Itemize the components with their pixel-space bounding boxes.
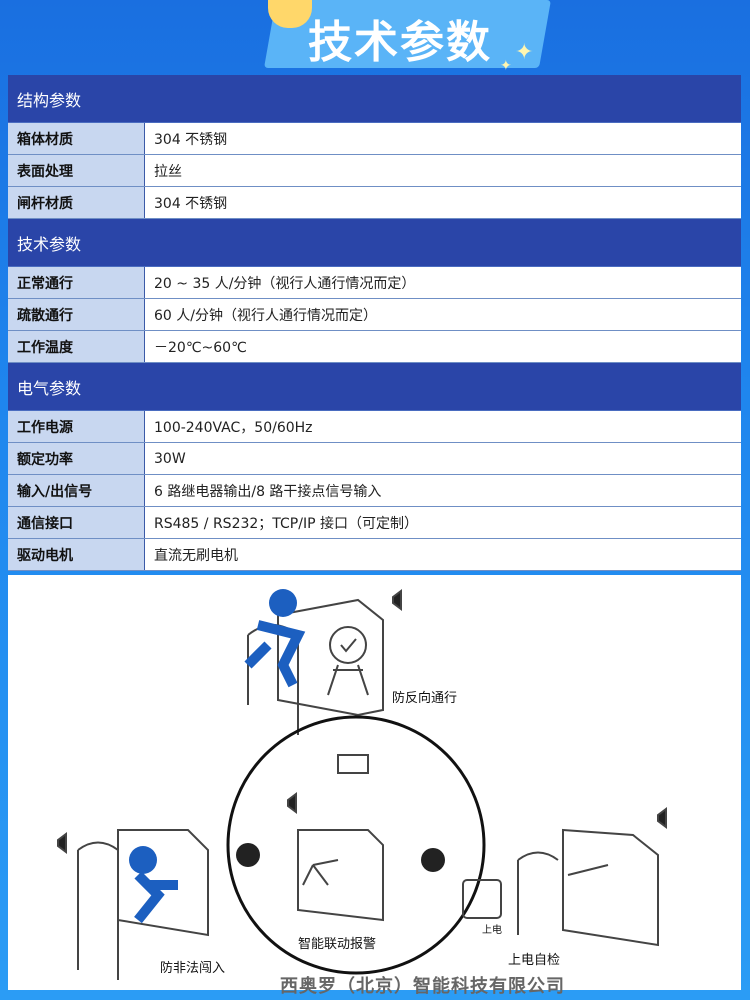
table-row: 疏散通行 60 人/分钟（视行人通行情况而定） — [8, 299, 741, 331]
param-value: 304 不锈钢 — [154, 131, 228, 148]
speaker-icon — [287, 792, 297, 814]
turnstile-right — [517, 828, 659, 947]
param-value: 30W — [154, 450, 186, 467]
speaker-icon — [657, 807, 667, 829]
section-header: 结构参数 — [8, 75, 741, 123]
param-value: 6 路继电器输出/8 路干接点信号输入 — [154, 483, 382, 500]
table-row: 闸杆材质 304 不锈钢 — [8, 187, 741, 219]
param-name: 工作电源 — [8, 411, 145, 442]
param-value: 直流无刷电机 — [154, 547, 238, 564]
param-name: 通信接口 — [8, 507, 145, 538]
table-row: 工作电源 100-240VAC，50/60Hz — [8, 411, 741, 443]
label-anti-reverse: 防反向通行 — [392, 691, 458, 706]
table-row: 驱动电机直流无刷电机 — [8, 539, 741, 571]
alarm-circle — [226, 715, 486, 975]
speaker-icon — [57, 832, 67, 854]
section-header: 电气参数 — [8, 363, 741, 411]
table-row: 正常通行 20 ~ 35 人/分钟（视行人通行情况而定） — [8, 267, 741, 299]
turnstile-top — [244, 589, 384, 735]
table-row: 工作温度 －20℃~60℃ — [8, 331, 741, 363]
param-name: 表面处理 — [8, 155, 145, 186]
label-anti-intrusion: 防非法闯入 — [160, 961, 226, 976]
param-value: 20 ~ 35 人/分钟（视行人通行情况而定） — [154, 275, 416, 292]
param-name: 箱体材质 — [8, 123, 145, 154]
camera-icon — [337, 754, 369, 774]
section-header: 技术参数 — [8, 219, 741, 267]
table-row: 输入/出信号 6 路继电器输出/8 路干接点信号输入 — [8, 475, 741, 507]
power-button-icon — [462, 879, 502, 919]
table-row: 通信接口 RS485 / RS232；TCP/IP 接口（可定制） — [8, 507, 741, 539]
table-row: 额定功率 30W — [8, 443, 741, 475]
page-title: 技术参数 — [308, 17, 492, 68]
param-value: RS485 / RS232；TCP/IP 接口（可定制） — [154, 515, 418, 532]
table-row: 箱体材质 304 不锈钢 — [8, 123, 741, 155]
param-value: 拉丝 — [154, 163, 182, 180]
param-name: 正常通行 — [8, 267, 145, 298]
turnstile-drawings — [57, 589, 667, 980]
bulb-icon — [236, 843, 260, 867]
table-row: 表面处理拉丝 — [8, 155, 741, 187]
param-name: 闸杆材质 — [8, 187, 145, 218]
sparkle-icon: ✦ — [515, 40, 534, 65]
param-name: 驱动电机 — [8, 539, 145, 570]
company-watermark: 西奥罗（北京）智能科技有限公司 — [280, 976, 565, 997]
param-name: 额定功率 — [8, 443, 145, 474]
param-value: －20℃~60℃ — [154, 339, 247, 356]
fire-alarm-icon — [421, 848, 445, 872]
feature-illustration: 防反向通行 智能联动报警 防非法闯入 上电自检 上电 — [8, 575, 741, 990]
param-value: 304 不锈钢 — [154, 195, 228, 212]
turnstile-center — [297, 829, 384, 922]
param-value: 60 人/分钟（视行人通行情况而定） — [154, 307, 377, 324]
label-self-check: 上电自检 — [508, 953, 561, 968]
turnstile-left — [77, 829, 209, 980]
param-value: 100-240VAC，50/60Hz — [154, 419, 313, 436]
param-name: 工作温度 — [8, 331, 145, 362]
param-name: 疏散通行 — [8, 299, 145, 330]
label-linkage-alarm: 智能联动报警 — [298, 937, 377, 952]
speaker-icon — [392, 589, 402, 611]
label-power-on: 上电 — [482, 925, 502, 936]
param-name: 输入/出信号 — [8, 475, 145, 506]
chat-bubble-icon — [268, 0, 312, 28]
sparkle-icon: ✦ — [500, 58, 512, 74]
